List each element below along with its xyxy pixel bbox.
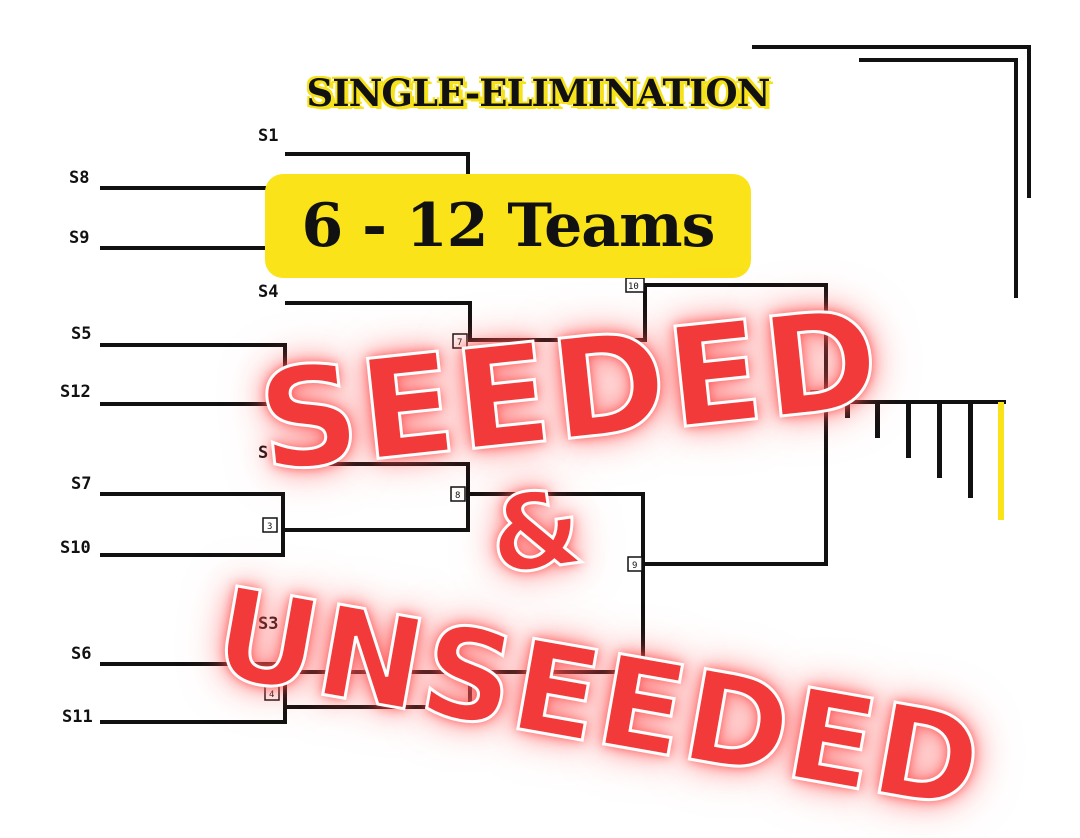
game-number-9: 9 <box>632 561 637 571</box>
seed-label-s10: S10 <box>60 538 91 558</box>
game-number-7: 7 <box>457 338 462 348</box>
bracket-line-s12 <box>100 374 287 406</box>
bracket-line-g9 <box>468 396 828 674</box>
game-number-4: 4 <box>269 690 274 700</box>
game-box-4 <box>264 685 280 701</box>
step-bar-1 <box>845 402 850 418</box>
corner-line-outer <box>752 45 1031 198</box>
game-box-10 <box>625 277 645 293</box>
bracket-line-g7 <box>468 286 647 342</box>
seed-label-s1: S1 <box>258 126 278 146</box>
step-bar-4 <box>937 402 942 478</box>
seed-label-s9: S9 <box>69 228 89 248</box>
format-title: SINGLE-ELIMINATION <box>306 71 771 115</box>
step-bar-5 <box>968 402 973 498</box>
bracket-line-s1 <box>285 152 470 177</box>
corner-line-inner <box>859 58 1018 298</box>
bracket-line-g8 <box>466 492 645 566</box>
seed-label-s7: S7 <box>71 474 91 494</box>
bracket-line-g3 <box>281 462 470 532</box>
game-number-8: 8 <box>455 491 460 501</box>
seed-label-s4: S4 <box>258 282 278 302</box>
game-box-7 <box>452 333 468 349</box>
bracket-line-g10 <box>643 283 828 400</box>
game-box-8 <box>450 486 466 502</box>
bracket-line-s4 <box>285 301 472 342</box>
bracket-line-g4 <box>283 670 472 709</box>
teams-count-pill: 6 - 12 Teams <box>265 174 751 278</box>
ampersand: & <box>480 464 591 601</box>
game-number-1: 1 <box>815 395 820 405</box>
seed-label-s12: S12 <box>60 382 91 402</box>
seed-label-s5: S5 <box>71 324 91 344</box>
step-bar-yellow <box>998 402 1004 520</box>
bracket-line-s5 <box>100 343 287 378</box>
seed-label-s8: S8 <box>69 168 89 188</box>
bracket-line-s6 <box>100 662 287 724</box>
game-number-10: 10 <box>628 282 639 292</box>
step-bar-2 <box>875 402 880 438</box>
bracket-line-s7 <box>100 492 285 557</box>
game-box-3 <box>262 517 278 533</box>
game-box-9 <box>627 556 643 572</box>
seed-label-s3: S3 <box>258 614 278 634</box>
seed-label-s6: S6 <box>71 644 91 664</box>
game-box-1 <box>810 390 826 406</box>
seed-label-partial: S <box>258 443 268 463</box>
seed-label-s11: S11 <box>62 707 93 727</box>
game-number-3: 3 <box>267 522 272 532</box>
step-bar-3 <box>906 402 911 458</box>
